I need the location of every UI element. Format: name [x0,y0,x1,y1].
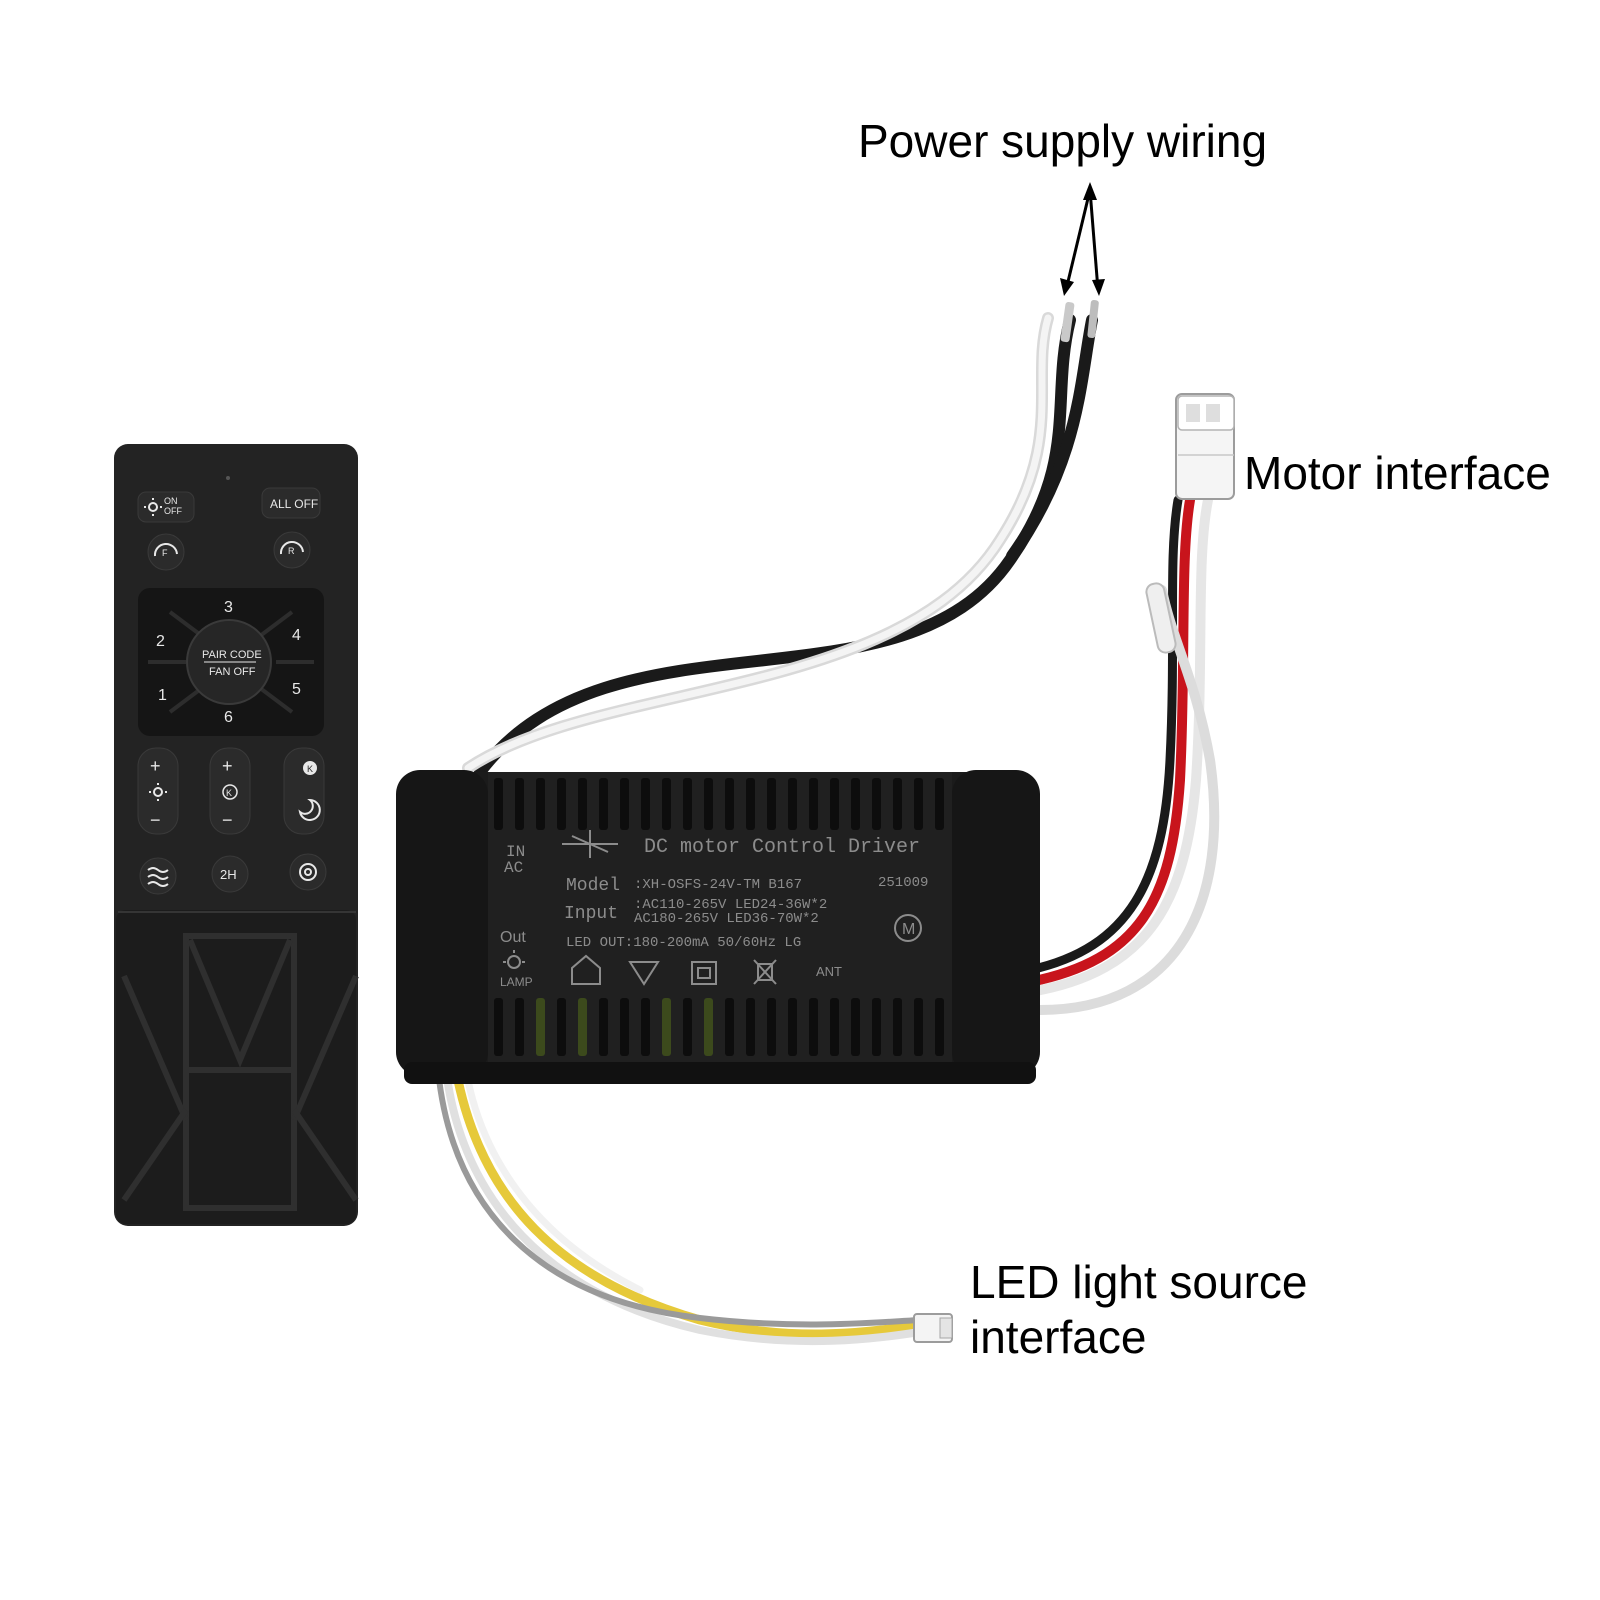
color-temp-minus: − [222,810,233,830]
m-badge-ring [894,914,922,942]
driver-ac-label: AC [504,859,523,877]
reverse-direction-button[interactable] [273,531,311,569]
driver-input-line-1: :AC110-265V LED24-36W*2 [634,897,827,913]
timer-2h-button[interactable] [211,855,249,893]
led-callout-line-1: LED light source [970,1256,1308,1308]
driver-in-label: IN [506,843,525,861]
power-wire-tip-white [1060,302,1075,343]
reverse-badge: R [288,546,295,556]
led-wires [435,1065,925,1346]
all-off-label: ALL OFF [270,497,318,511]
fan-icon [562,830,618,858]
mode-k-label: K [307,764,313,774]
battery-cover-pattern [121,933,359,1211]
power-supply-wires [462,299,1099,778]
fuse-triangle-icon [628,961,660,986]
mode-rocker[interactable] [283,747,325,835]
on-label: ON [164,496,178,506]
color-temp-k-icon [222,784,238,800]
mode-k-icon [303,761,317,775]
motor-interface-callout: Motor interface [1244,447,1551,499]
weee-bin-icon [753,959,777,985]
power-supply-callout: Power supply wiring [858,115,1268,167]
motor-connector [1175,393,1235,500]
all-off-button[interactable] [261,487,321,519]
driver-ant-label: ANT [816,964,842,979]
color-temp-k-label: K [226,788,232,798]
remote-control: ON OFF ALL OFF F R 3 2 4 1 5 6 PAIR CODE [114,444,359,1226]
brightness-minus: − [150,810,161,830]
forward-badge: F [162,548,168,558]
led-callout-line-2: interface [970,1311,1147,1364]
speed-5-button[interactable]: 5 [292,681,301,698]
reverse-rotate-icon [279,540,304,555]
driver-input-label: Input [564,904,618,924]
led-connector [913,1313,953,1343]
driver-lamp-label: LAMP [500,975,533,989]
antenna-wire-tip [1145,582,1177,654]
double-insulation-icon [691,961,717,985]
fan-off-label: FAN OFF [209,666,256,678]
aperture-icon [299,863,317,881]
brightness-plus: + [150,756,161,776]
driver-title: DC motor Control Driver [644,836,920,859]
sun-icon [144,498,162,516]
driver-bottom-vents [494,998,944,1056]
lamp-icon [503,950,525,969]
power-supply-arrows [1060,182,1105,296]
light-mode-button[interactable] [289,853,327,891]
driver-top-vents [494,778,944,830]
driver-input-line-2: AC180-265V LED36-70W*2 [634,911,819,927]
speed-1-button[interactable]: 1 [158,687,167,704]
speed-2-button[interactable]: 2 [156,633,165,650]
brightness-rocker[interactable] [137,747,179,835]
house-icon [571,954,601,985]
pair-code-label: PAIR CODE [202,649,262,661]
forward-rotate-icon [153,542,178,557]
led-interface-callout: LED light source interface [970,1255,1308,1365]
breeze-wave-icon [147,867,169,887]
driver-led-out: LED OUT:180-200mA 50/60Hz LG [566,935,801,951]
power-wire-tip-black [1087,299,1099,339]
driver-out-label: Out [500,929,526,946]
motor-wires [1025,495,1220,1015]
brightness-sun-icon [149,783,167,801]
speed-3-button[interactable]: 3 [224,599,233,616]
driver-batch-number: 251009 [878,875,928,891]
driver-model-label: Model [566,876,620,896]
dc-motor-driver: IN AC DC motor Control Driver Model :XH-… [396,770,1040,1084]
color-temp-plus: + [222,756,233,776]
off-label: OFF [164,506,182,516]
forward-direction-button[interactable] [147,533,185,571]
remote-led-indicator [226,476,230,480]
m-badge-icon: M [902,921,915,938]
speed-6-button[interactable]: 6 [224,709,233,726]
speed-4-button[interactable]: 4 [292,627,301,644]
night-moon-icon [298,798,321,821]
color-temp-rocker[interactable] [209,747,251,835]
timer-2h-label: 2H [220,867,237,882]
driver-model-value: :XH-OSFS-24V-TM B167 [634,877,802,893]
